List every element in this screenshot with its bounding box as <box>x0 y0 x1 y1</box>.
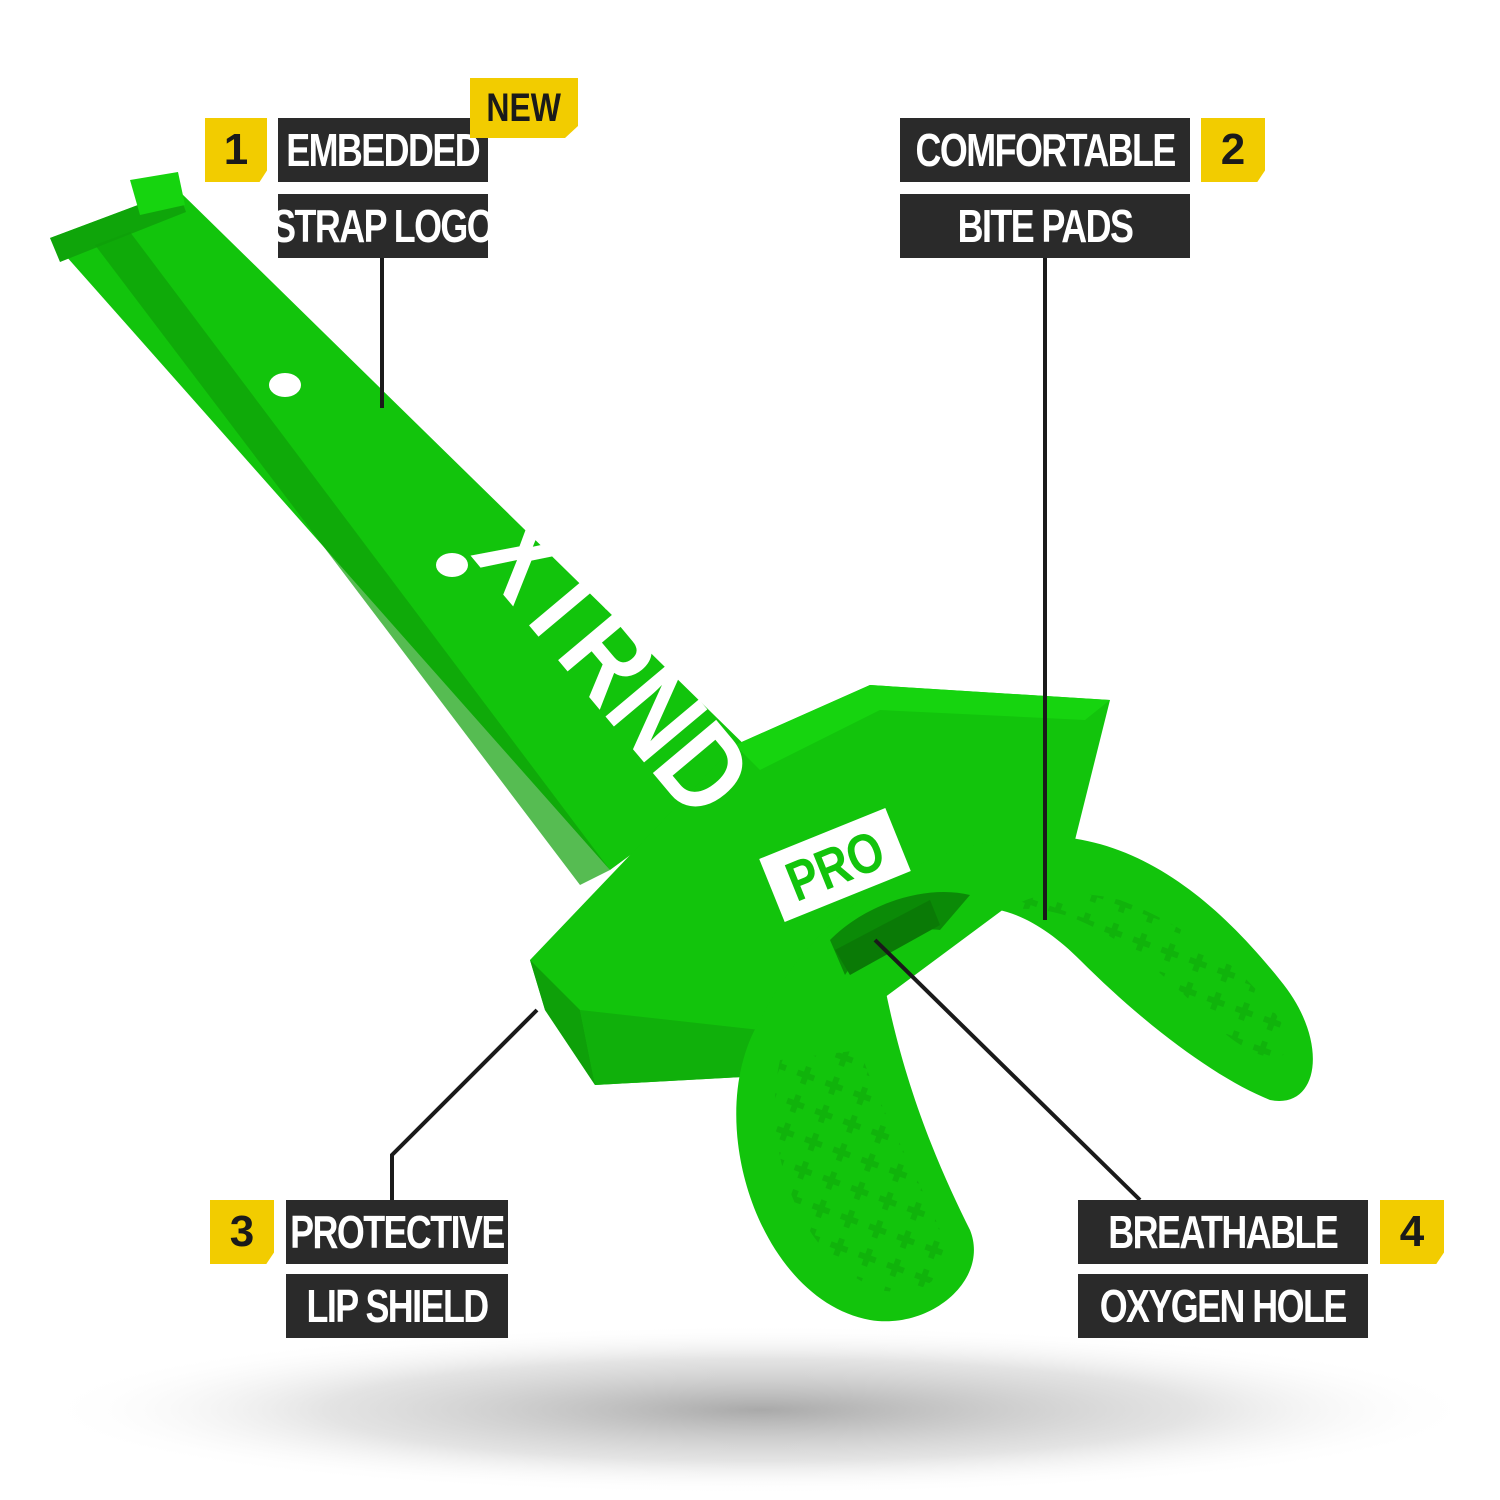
floor-shadow <box>40 1325 1480 1495</box>
callout-4-line1: BREATHABLE <box>1078 1200 1368 1264</box>
callout-2-line2: BITE PADS <box>900 194 1190 258</box>
strap-hole-1 <box>269 373 301 397</box>
strap-hole-2 <box>436 553 468 577</box>
callout-4-line2: OXYGEN HOLE <box>1078 1274 1368 1338</box>
leader-line-4 <box>873 938 1142 1202</box>
leader-lines <box>380 258 1142 1202</box>
new-badge-label: NEW <box>486 85 562 130</box>
callout-2-line2-text: BITE PADS <box>957 200 1134 252</box>
callout-3-line1: PROTECTIVE <box>286 1200 508 1264</box>
oxygen-hole <box>835 900 940 975</box>
callout-4-number: 4 <box>1380 1200 1444 1264</box>
leader-line-3 <box>390 1008 539 1200</box>
callout-3-number: 3 <box>210 1200 274 1264</box>
callout-3-line2-text: LIP SHIELD <box>306 1280 489 1332</box>
callout-2-line1-text: COMFORTABLE <box>915 124 1176 176</box>
strap <box>50 172 760 885</box>
callout-4-line1-text: BREATHABLE <box>1108 1206 1339 1258</box>
callout-2-number: 2 <box>1201 118 1265 182</box>
callout-1-line2-text: STRAP LOGO <box>272 200 496 252</box>
callout-1-line1: EMBEDDED <box>278 118 488 182</box>
callout-1-line1-text: EMBEDDED <box>286 124 481 176</box>
callout-3-line1-text: PROTECTIVE <box>290 1206 505 1258</box>
new-badge: NEW <box>470 78 578 138</box>
callout-2-line1: COMFORTABLE <box>900 118 1190 182</box>
callout-3-line2: LIP SHIELD <box>286 1274 508 1338</box>
callout-1-line2: STRAP LOGO <box>273 194 495 258</box>
callout-1-number: 1 <box>205 118 267 182</box>
callout-4-line2-text: OXYGEN HOLE <box>1100 1280 1348 1332</box>
